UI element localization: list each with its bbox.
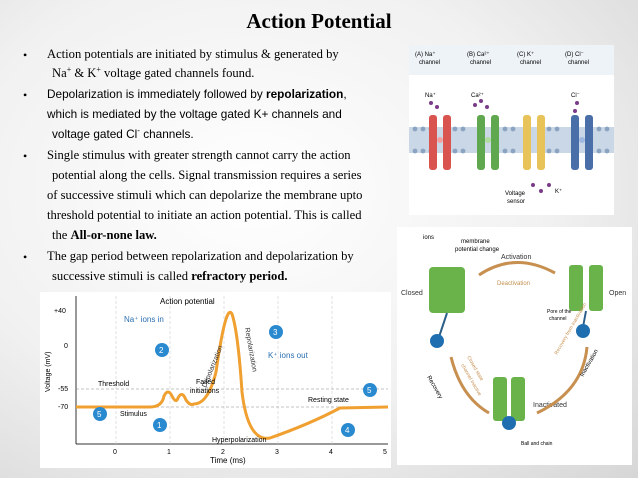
k-ion-label: K⁺	[555, 188, 562, 195]
activation-arrow	[478, 261, 556, 277]
bullet-4-marker: •	[23, 250, 28, 264]
bullet-3-line-3: of successive stimuli which can depolari…	[47, 188, 363, 202]
action-potential-graph: Action potential Na⁺ ions in K⁺ ions out…	[40, 292, 391, 468]
xtick-2: 2	[221, 449, 225, 456]
bullet-3-marker: •	[23, 149, 28, 163]
stimulus-label: Stimulus	[120, 411, 147, 418]
bullet-2-line-2: which is mediated by the voltage gated K…	[47, 107, 342, 121]
ytick-0: 0	[64, 343, 68, 350]
bullet-1-line-2: Na+ & K+ voltage gated channels found.	[52, 64, 255, 80]
failed-label-1: Failed	[196, 379, 215, 386]
channel-sub-c: channel	[520, 60, 541, 66]
xtick-5: 5	[383, 449, 387, 456]
sensor-label: sensor	[507, 199, 525, 205]
bullet-4-line-1: The gap period between repolarization an…	[47, 249, 354, 263]
ball-chain-label: Ball and chain	[521, 441, 553, 447]
bullet-3-line-4: threshold potential to initiate an actio…	[47, 208, 362, 222]
na-ions-in-label: Na⁺ ions in	[124, 315, 164, 324]
bullet-3-line-5: the All-or-none law.	[52, 228, 157, 242]
channel-sub-a: channel	[419, 60, 440, 66]
deactivation-label: Deactivation	[497, 281, 530, 287]
na-channel	[429, 115, 451, 170]
bullet-2-line-3: voltage gated Cl- channels.	[52, 126, 194, 141]
xtick-4: 4	[329, 449, 333, 456]
step-1: 1	[157, 421, 162, 430]
ca-channel	[477, 115, 499, 170]
ions-label: ions	[423, 235, 434, 241]
failed-label-2: initiations	[190, 388, 220, 395]
ytick-55: -55	[58, 386, 68, 393]
closed-channel	[429, 267, 465, 313]
bullet-2-line-1: Depolarization is immediately followed b…	[47, 87, 347, 101]
xtick-1: 1	[167, 449, 171, 456]
step-5b: 5	[367, 386, 372, 395]
bullet-1-marker: •	[23, 48, 28, 62]
bullet-3-line-1: Single stimulus with greater strength ca…	[47, 148, 351, 162]
cl-channel	[571, 115, 593, 170]
step-2: 2	[159, 346, 164, 355]
slide-title: Action Potential	[246, 9, 392, 33]
ytick-40: +40	[54, 308, 66, 315]
closed-label: Closed	[401, 290, 423, 297]
bullet-4-line-2: successive stimuli is called refractory …	[52, 269, 288, 283]
voltage-label: Voltage	[505, 191, 526, 197]
ion-na: Na⁺	[425, 92, 436, 99]
channel-label-c: (C) K⁺	[517, 51, 534, 58]
channel-label-d: (D) Cl⁻	[565, 52, 584, 58]
inactivated-channel	[511, 377, 525, 421]
membrane-label: membrane	[461, 239, 490, 245]
membrane-potential-curve	[76, 310, 389, 440]
xtick-0: 0	[113, 449, 117, 456]
channel-gating-cycle-figure: ions membrane potential change Activatio…	[397, 227, 632, 465]
open-channel	[589, 265, 603, 311]
activation-label: Activation	[501, 254, 531, 261]
repolarization-label: Repolarization	[243, 327, 258, 372]
step-4: 4	[345, 426, 350, 435]
potential-change-label: potential change	[455, 247, 500, 253]
pore-label-2: channel	[549, 316, 567, 322]
bullet-2-marker: •	[23, 88, 28, 102]
k-channel	[523, 115, 545, 170]
channel-sub-d: channel	[568, 60, 589, 66]
x-axis-label: Time (ms)	[210, 456, 246, 465]
step-3: 3	[273, 328, 278, 337]
channel-label-a: (A) Na⁺	[415, 51, 436, 58]
pore-label-1: Pore of the	[547, 309, 572, 315]
ion-cl: Cl⁻	[571, 93, 580, 99]
ion-channels-figure: (A) Na⁺ channel (B) Ca²⁺ channel (C) K⁺ …	[409, 45, 614, 215]
channel-sub-b: channel	[470, 60, 491, 66]
action-potential-label: Action potential	[160, 297, 215, 306]
threshold-label: Threshold	[98, 381, 129, 388]
recovery-label: Recovery	[425, 375, 443, 400]
hyperpolarization-label: Hyperpolarization	[212, 437, 267, 444]
open-label: Open	[609, 290, 626, 297]
bullet-1-line-1: Action potentials are initiated by stimu…	[47, 47, 339, 61]
ion-ca: Ca²⁺	[471, 92, 484, 99]
y-axis-label: Voltage (mV)	[45, 352, 52, 392]
ytick-70: -70	[58, 404, 68, 411]
xtick-3: 3	[275, 449, 279, 456]
step-5a: 5	[97, 410, 102, 419]
step-markers: 1 2 3 4 5 5	[93, 325, 377, 437]
resting-state-label: Resting state	[308, 397, 349, 404]
k-ions-out-label: K⁺ ions out	[268, 351, 309, 360]
channel-label-b: (B) Ca²⁺	[467, 51, 490, 58]
bullet-3-line-2: potential along the cells. Signal transm…	[52, 168, 362, 182]
